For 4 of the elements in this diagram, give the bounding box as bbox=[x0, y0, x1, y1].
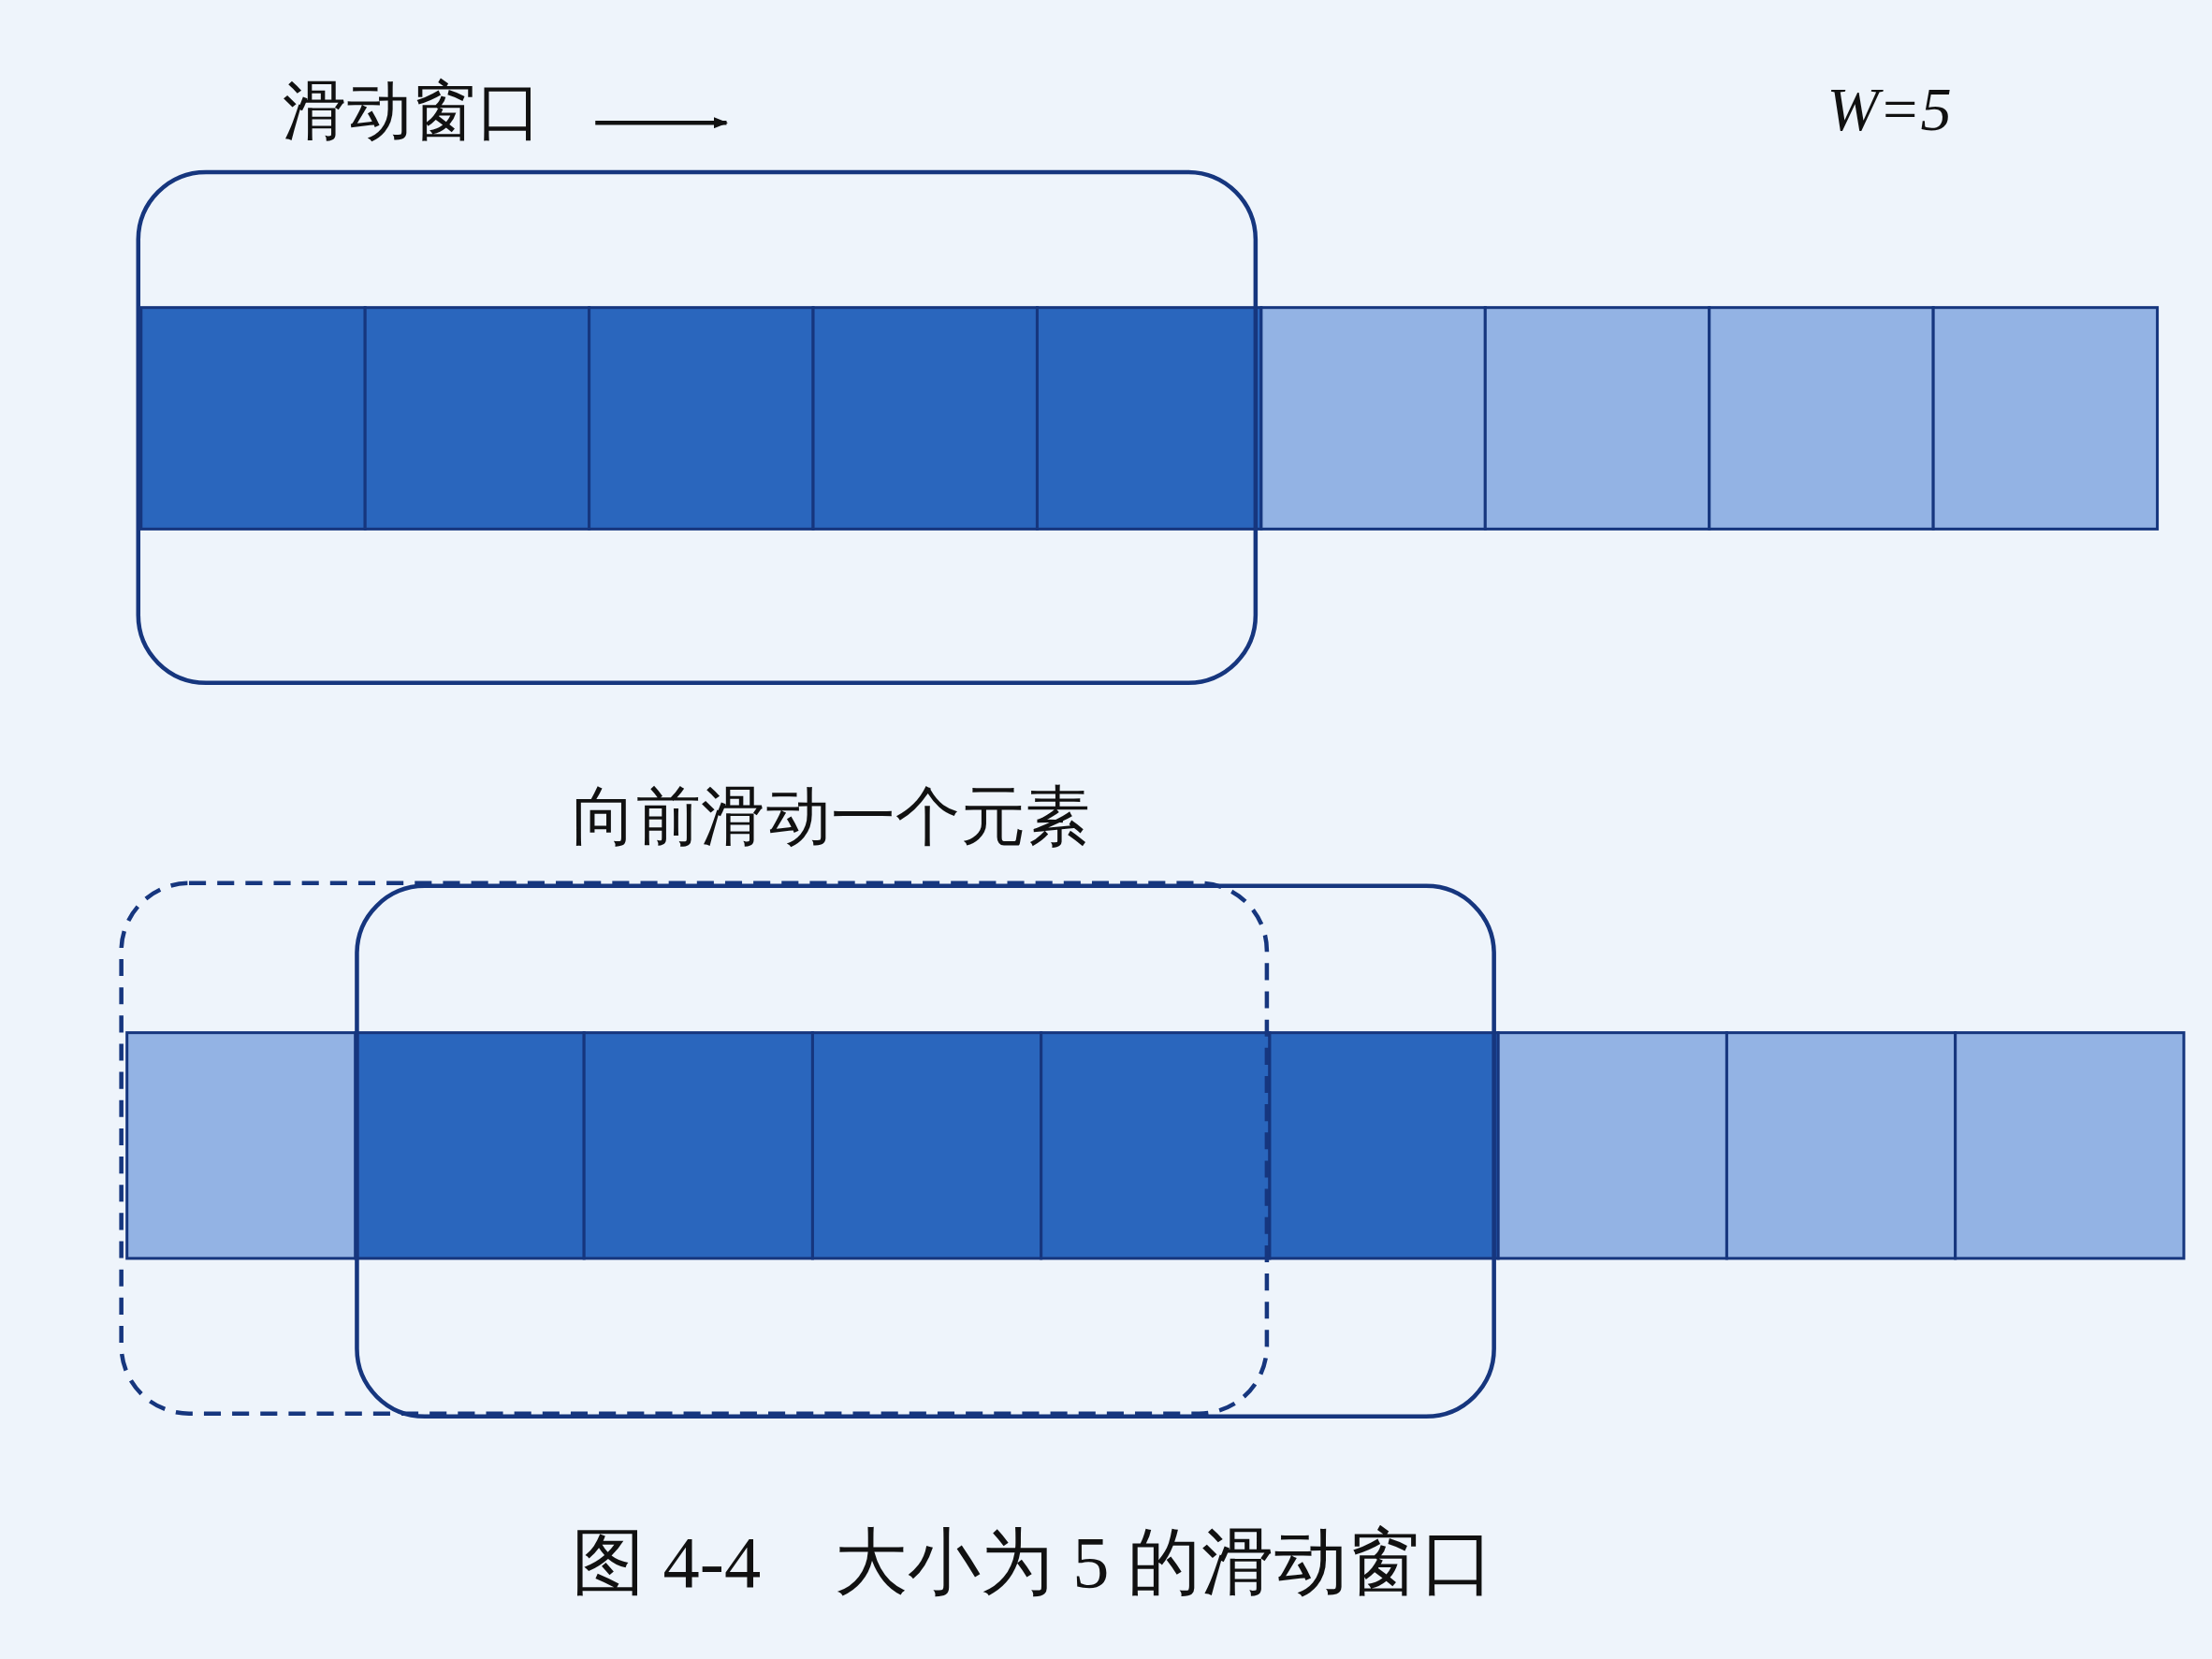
figure-caption: 图 4-4 大小为 5 的滑动窗口 bbox=[571, 1526, 1495, 1600]
step-label: 向前滑动一个元素 bbox=[571, 784, 1091, 850]
window-label: 滑动窗口 bbox=[282, 79, 542, 144]
window-size-label: W=5 bbox=[1826, 79, 1952, 141]
